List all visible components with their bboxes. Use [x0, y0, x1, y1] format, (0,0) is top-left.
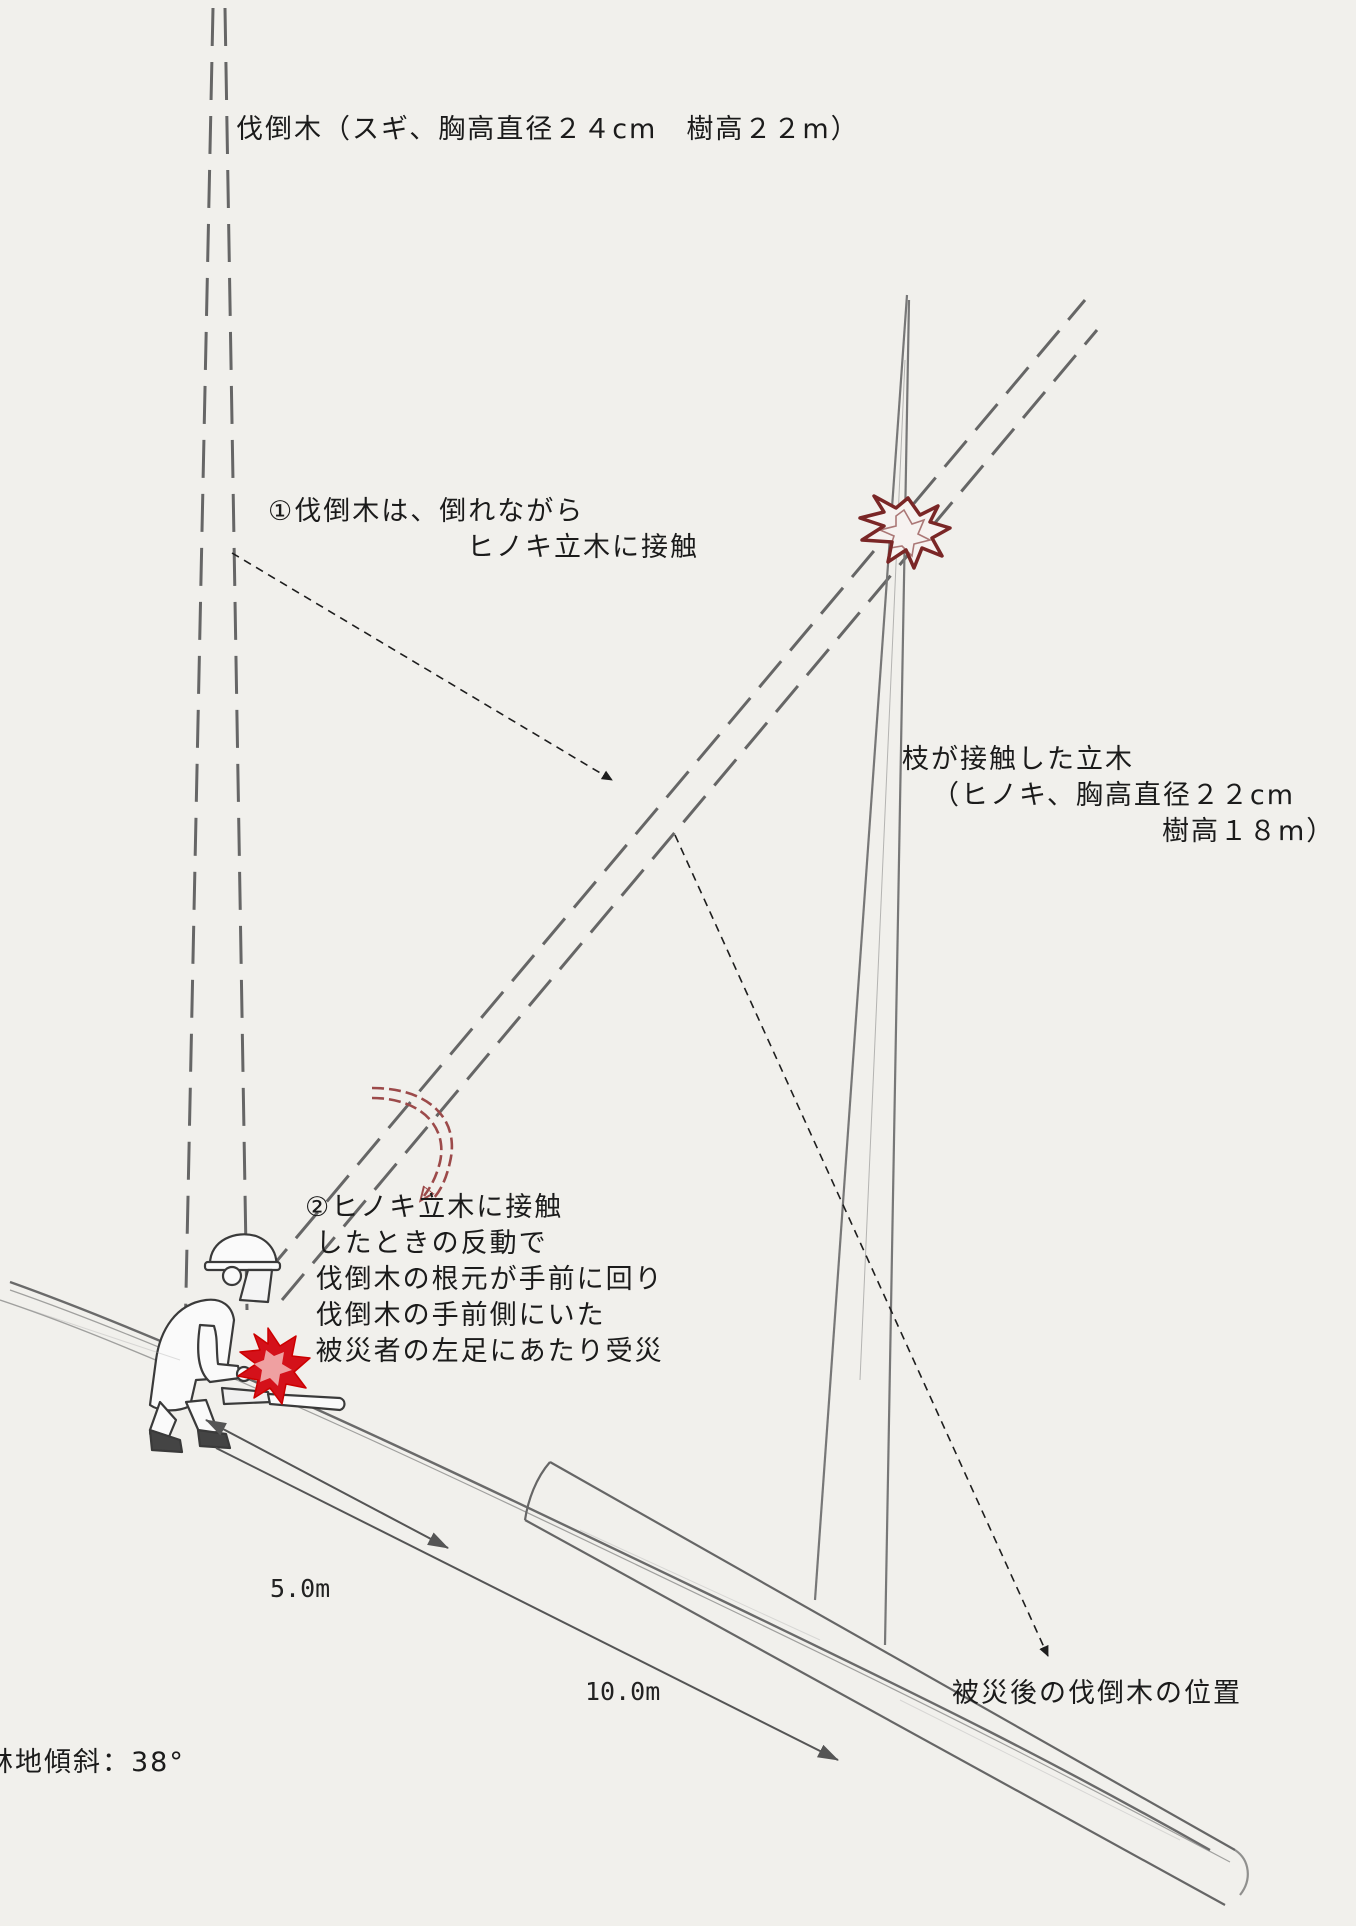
- dimension-5m: 5.0m: [270, 1574, 331, 1603]
- dimension-arrows: [205, 1419, 839, 1761]
- felled-tree-falling-position: [263, 299, 1099, 1301]
- felled-tree-original-position: [183, 7, 249, 1341]
- step1-line2: ヒノキ立木に接触: [467, 532, 699, 563]
- step1-pointer-arrow: [231, 552, 613, 781]
- standing-tree-label-line2: （ヒノキ、胸高直径２２cm: [932, 780, 1296, 811]
- burst-inner-icon: [877, 508, 933, 558]
- final-position-label: 被災後の伐倒木の位置: [952, 1678, 1242, 1709]
- dimension-10m: 10.0m: [585, 1677, 661, 1706]
- standing-tree-label-line1: 枝が接触した立木: [902, 744, 1134, 775]
- standing-tree-label-line3: 樹高１８m）: [1162, 816, 1336, 847]
- standing-hinoki-tree: [813, 294, 911, 1646]
- final-position-pointer-arrow: [674, 834, 1049, 1657]
- felled-tree-label: 伐倒木（スギ、胸高直径２４cm 樹高２２m）: [236, 114, 860, 145]
- step2-description: ②ヒノキ立木に接触 したときの反動で 伐倒木の根元が手前に回り 伐倒木の手前側に…: [305, 1192, 664, 1367]
- rebound-arc-arrow: [371, 1086, 454, 1200]
- felled-tree-final-position: [523, 1461, 1249, 1906]
- burst-inner-icon: [254, 1350, 292, 1386]
- slope-label: 林地傾斜：38°: [0, 1747, 185, 1778]
- forestry-worker-figure: [148, 1233, 346, 1454]
- step1-line1: ①伐倒木は、倒れながら: [268, 496, 585, 527]
- pencil-shading: [29, 1309, 1181, 1841]
